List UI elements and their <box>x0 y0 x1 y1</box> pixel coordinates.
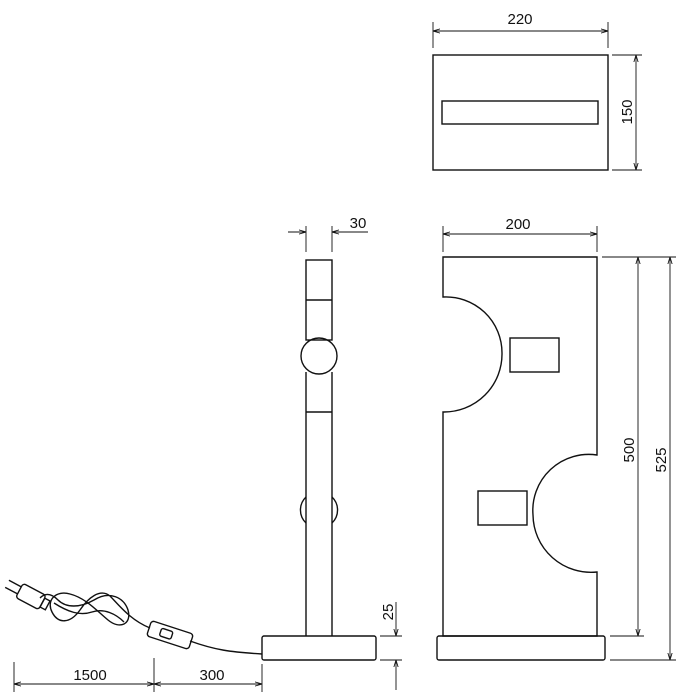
front-view: 200 500 525 <box>436 216 676 661</box>
power-plug <box>4 579 51 611</box>
coiled-cable-strand <box>53 602 125 623</box>
front-base <box>436 635 606 661</box>
power-cord <box>4 579 263 655</box>
top-view-outline <box>432 54 609 171</box>
base-height-label: 25 <box>380 604 397 621</box>
front-knob-upper <box>509 337 560 373</box>
side-view: 30 25 <box>261 215 402 690</box>
front-width-label: 200 <box>505 216 530 233</box>
side-knob-lower-left <box>299 496 307 524</box>
cable-dimensions: 1500 300 <box>13 658 263 692</box>
cable-length-label: 1500 <box>73 667 106 684</box>
cable-to-switch <box>189 640 263 655</box>
rod-width-label: 30 <box>350 215 367 232</box>
inline-switch <box>146 620 194 650</box>
side-knob-upper <box>300 337 338 375</box>
coiled-cable <box>39 592 151 629</box>
side-knob-lower-right <box>331 496 339 524</box>
total-height-label: 525 <box>653 447 670 472</box>
top-width-label: 220 <box>507 11 532 28</box>
body-height-label: 500 <box>621 437 638 462</box>
side-base <box>261 635 377 661</box>
top-depth-label: 150 <box>619 99 636 124</box>
front-knob-lower <box>477 490 528 526</box>
front-panel-outline <box>442 256 598 637</box>
top-view-slot <box>441 100 599 125</box>
switch-distance-label: 300 <box>199 667 224 684</box>
top-view: 220 150 <box>432 11 642 171</box>
